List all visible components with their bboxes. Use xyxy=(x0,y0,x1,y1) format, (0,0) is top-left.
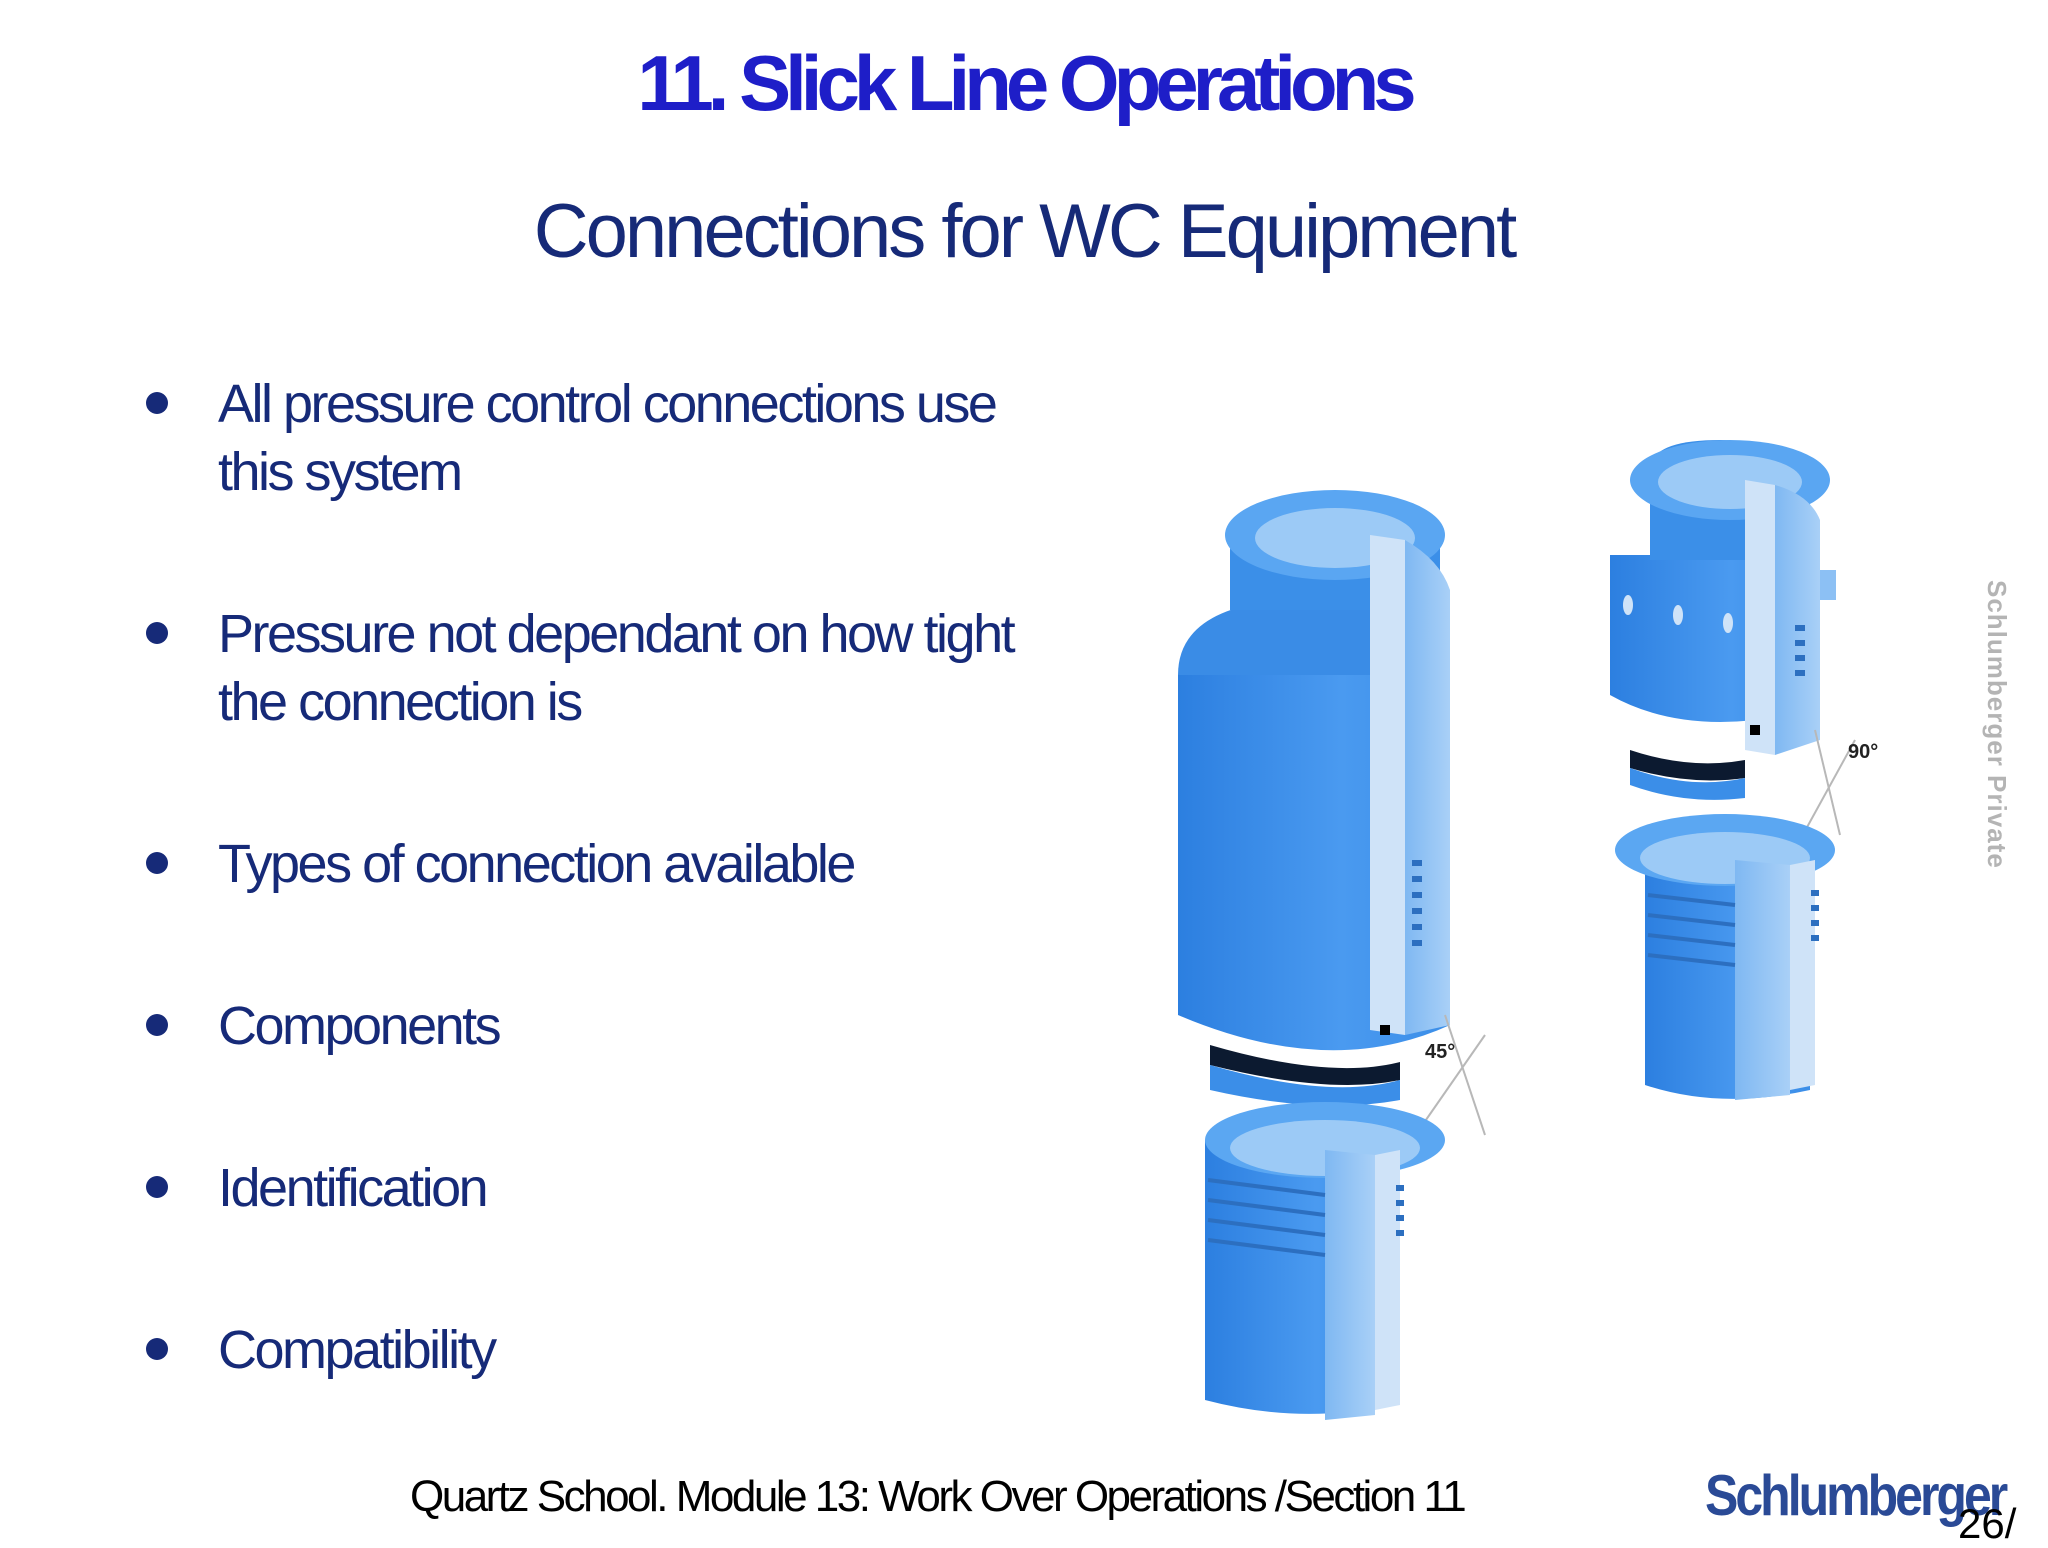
side-classification-label: Schlumberger Private xyxy=(1982,580,2012,869)
left-pin-connector xyxy=(1205,1102,1445,1420)
left-box-connector xyxy=(1178,490,1450,1106)
bullet-dot-icon xyxy=(146,1338,168,1360)
bullet-text-line: Pressure not dependant on how tight xyxy=(218,604,1016,664)
slide-title: 11. Slick Line Operations xyxy=(637,39,1416,127)
bullet-dot-icon xyxy=(146,622,168,644)
connection-illustration: 45° xyxy=(1178,440,1878,1420)
slide-subtitle: Connections for WC Equipment xyxy=(533,189,1517,274)
angle-45-label: 45° xyxy=(1425,1041,1455,1063)
bullet-text-line: this system xyxy=(218,442,463,502)
bullet-text-line: the connection is xyxy=(218,672,583,732)
bullet-dot-icon xyxy=(146,852,168,874)
bullet-text-line: Identification xyxy=(218,1158,489,1218)
bullet-text-line: Types of connection available xyxy=(218,834,856,894)
angle-90-label: 90° xyxy=(1848,741,1878,763)
bullet-dot-icon xyxy=(146,1176,168,1198)
bullet-text-line: Compatibility xyxy=(218,1320,497,1380)
bullet-text-line: All pressure control connections use xyxy=(218,374,998,434)
bullet-dot-icon xyxy=(146,392,168,414)
footer-text: Quartz School. Module 13: Work Over Oper… xyxy=(410,1472,1467,1521)
bullet-text-line: Components xyxy=(218,996,502,1056)
page-number: 26/ xyxy=(1958,1500,2017,1547)
right-box-connector xyxy=(1610,440,1836,800)
company-logo: Schlumberger xyxy=(1705,1463,2008,1528)
right-pin-connector xyxy=(1615,814,1835,1100)
bullet-dot-icon xyxy=(146,1014,168,1036)
